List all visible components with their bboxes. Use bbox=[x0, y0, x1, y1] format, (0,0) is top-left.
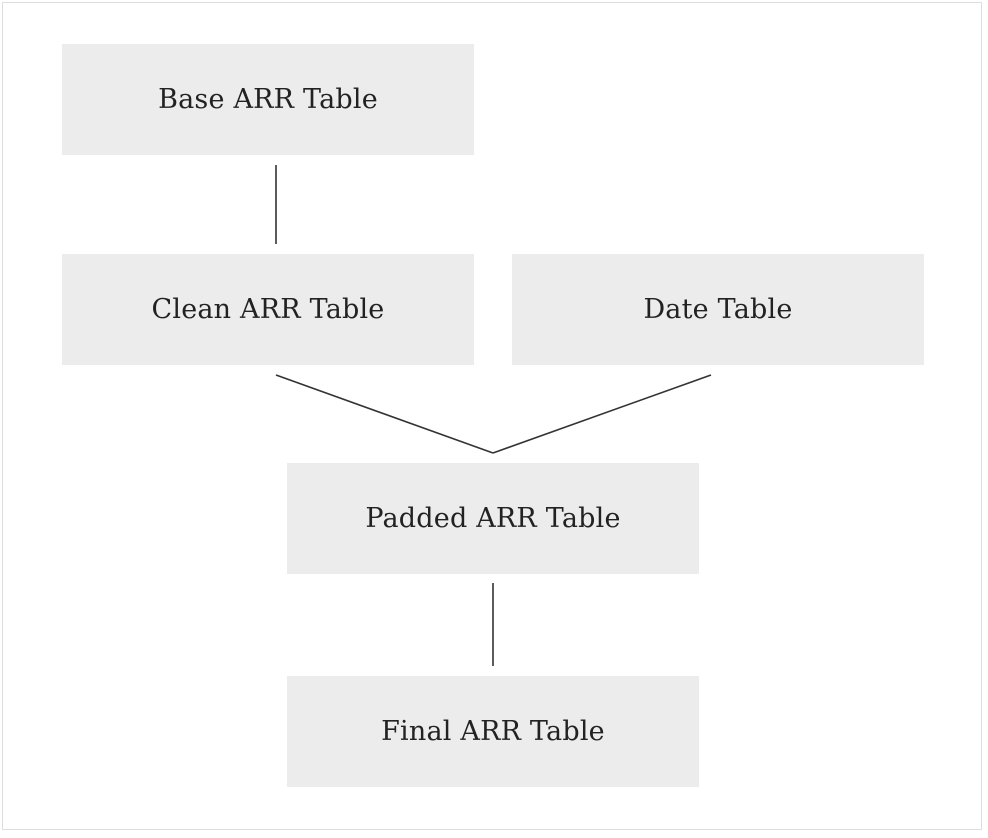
node-label: Clean ARR Table bbox=[151, 294, 385, 325]
node-label: Date Table bbox=[643, 294, 793, 325]
node-base-arr-table: Base ARR Table bbox=[62, 44, 474, 155]
edge-clean-to-padded bbox=[275, 374, 494, 454]
node-clean-arr-table: Clean ARR Table bbox=[62, 254, 474, 365]
node-padded-arr-table: Padded ARR Table bbox=[287, 463, 699, 574]
node-final-arr-table: Final ARR Table bbox=[287, 676, 699, 787]
node-label: Padded ARR Table bbox=[365, 503, 621, 534]
edge-date-to-padded bbox=[492, 374, 712, 454]
node-label: Final ARR Table bbox=[381, 716, 605, 747]
node-label: Base ARR Table bbox=[158, 84, 378, 115]
node-date-table: Date Table bbox=[512, 254, 924, 365]
